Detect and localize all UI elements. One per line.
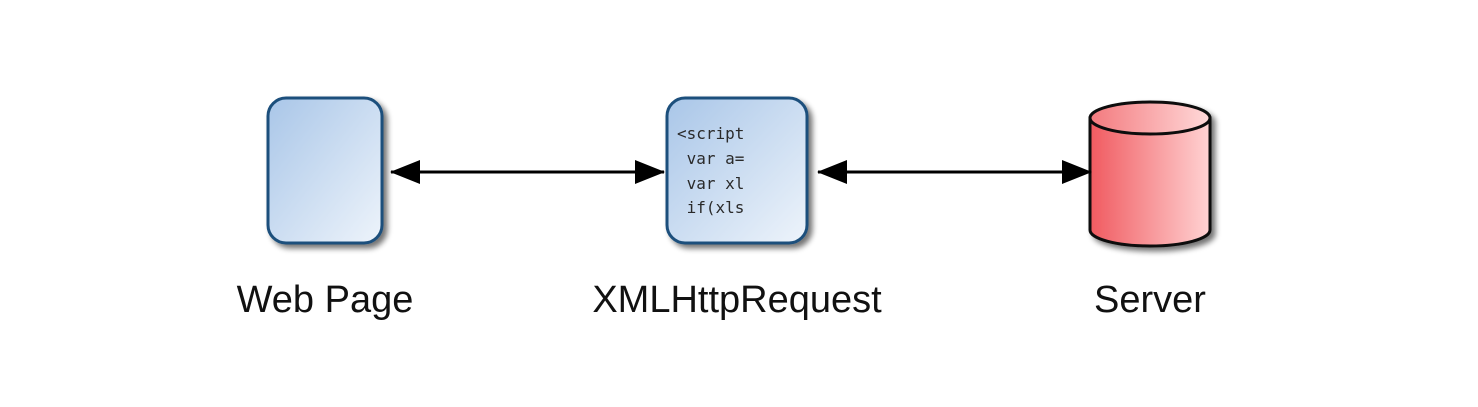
- xhr-code-line-3: var xl: [677, 174, 744, 193]
- xhr-node: <script var a= var xl if(xls: [665, 96, 809, 245]
- xhr-code-line-2: var a=: [677, 149, 744, 168]
- xhr-code-line-1: <script: [677, 124, 744, 143]
- xhr-box: [665, 96, 809, 245]
- server-label: Server: [1094, 279, 1206, 321]
- web-page-box: [266, 96, 384, 245]
- server-cylinder-top: [1088, 100, 1212, 136]
- web-page-label: Web Page: [237, 279, 414, 321]
- xhr-label: XMLHttpRequest: [592, 279, 882, 321]
- server-cylinder-body: [1088, 116, 1212, 248]
- xhr-code-line-4: if(xls: [677, 198, 744, 217]
- web-page-node: [266, 96, 384, 245]
- server-node: [1088, 100, 1212, 248]
